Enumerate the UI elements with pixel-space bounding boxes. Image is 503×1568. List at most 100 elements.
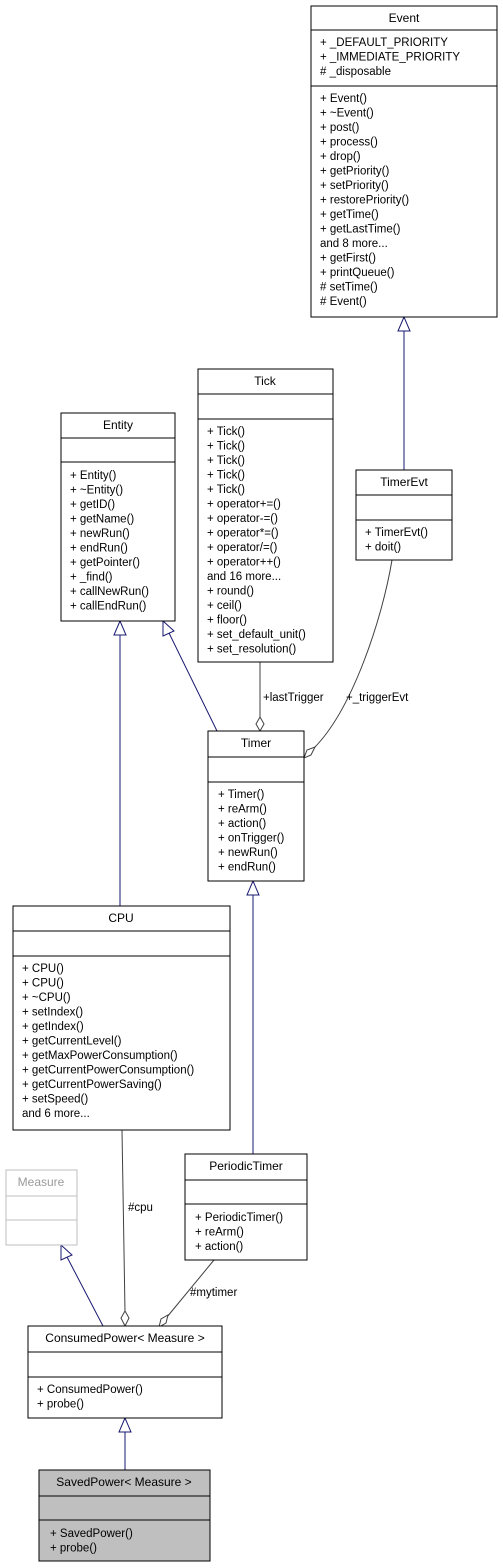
- event-operations-getlasttime: + getLastTime(): [320, 224, 401, 236]
- tick-operations-operator: + operator+=(): [207, 499, 281, 511]
- event-operations-event: + Event(): [320, 93, 367, 105]
- class-consumedpower[interactable]: ConsumedPower< Measure > + ConsumedPower…: [27, 1325, 223, 1419]
- cpu-operations-and-6-more: and 6 more...: [22, 1108, 90, 1120]
- timerevt-operations-doit: + doit(): [365, 542, 401, 554]
- class-periodictimer[interactable]: PeriodicTimer + PeriodicTimer() + reArm()…: [184, 1153, 308, 1261]
- tick-operations-operator: + operator-=(): [207, 513, 278, 525]
- event-operations-getpriority: + getPriority(): [320, 166, 390, 178]
- tick-operations-floor: + floor(): [207, 615, 247, 627]
- savedpower-operations-savedpower: + SavedPower(): [50, 1528, 133, 1540]
- entity-operations-callnewrun: + callNewRun(): [70, 586, 149, 598]
- cpu-operations-cpu: + CPU(): [22, 978, 64, 990]
- edge-consumedpower-measure: [66, 1256, 104, 1327]
- entity-operations-entity: + Entity(): [70, 470, 117, 482]
- tick-operations-round: + round(): [207, 586, 254, 598]
- cpu-operations-getindex: + getIndex(): [22, 1021, 84, 1033]
- event-operations-drop: + drop(): [320, 151, 361, 163]
- tick-operations-and-16-more: and 16 more...: [207, 571, 281, 583]
- entity-operations-entity: + ~Entity(): [70, 485, 123, 497]
- class-tick[interactable]: Tick + Tick() + Tick() + Tick() + Tick() + T…: [197, 368, 334, 663]
- event-attributes-disposable: # _disposable: [320, 66, 391, 78]
- entity-operations-find: + _find(): [70, 572, 113, 584]
- tick-operations-operator: + operator/=(): [207, 542, 277, 554]
- class-title-cpu: CPU: [108, 911, 133, 925]
- entity-operations-endrun: + endRun(): [70, 543, 128, 555]
- class-entity[interactable]: Entity + Entity() + ~Entity() + getID() + g…: [60, 412, 176, 622]
- timer-operations-timer: + Timer(): [218, 789, 264, 801]
- tick-operations-tick: + Tick(): [207, 484, 245, 496]
- aggregation-diamond-cpu: [120, 1309, 130, 1328]
- periodictimer-operations-rearm: + reArm(): [195, 1227, 244, 1239]
- cpu-operations-getcurrentpowerconsumption: + getCurrentPowerConsumption(): [22, 1065, 194, 1077]
- tick-operations-tick: + Tick(): [207, 441, 245, 453]
- class-savedpower[interactable]: SavedPower< Measure > + SavedPower() + pr…: [38, 1469, 211, 1562]
- event-operations-process: + process(): [320, 137, 378, 149]
- aggregation-diamond-triggerevt: [303, 746, 317, 759]
- inheritance-arrow-entity-from-cpu: [113, 619, 127, 636]
- edge-timerevt-timer: [313, 559, 393, 749]
- event-operations-setpriority: + setPriority(): [320, 180, 389, 192]
- periodictimer-operations-action: + action(): [195, 1241, 243, 1253]
- consumedpower-operations-consumedpower: + ConsumedPower(): [37, 1384, 143, 1396]
- class-title-timer: Timer: [241, 736, 271, 750]
- inheritance-arrow-timer: [246, 879, 260, 896]
- class-title-periodictimer: PeriodicTimer: [209, 1159, 283, 1173]
- edge-label-lasttrigger: +lastTrigger: [263, 692, 324, 704]
- class-timerevt[interactable]: TimerEvt + TimerEvt()+ doit(): [355, 469, 453, 561]
- inheritance-arrow-consumedpower: [118, 1416, 132, 1433]
- timer-operations-action: + action(): [218, 818, 266, 830]
- inheritance-arrow-measure: [60, 1243, 73, 1261]
- tick-operations-set-resolution: + set_resolution(): [207, 644, 296, 656]
- inheritance-arrow-entity-from-timer: [162, 619, 175, 637]
- class-event[interactable]: Event + _DEFAULT_PRIORITY + _IMMEDIATE_PR…: [310, 5, 498, 318]
- inheritance-arrow-event: [397, 315, 411, 332]
- event-operations-getfirst: + getFirst(): [320, 253, 376, 265]
- class-title-consumedpower: ConsumedPower< Measure >: [45, 1331, 204, 1345]
- class-title-entity: Entity: [103, 418, 133, 432]
- tick-operations-ceil: + ceil(): [207, 600, 242, 612]
- entity-operations-getid: + getID(): [70, 499, 115, 511]
- aggregation-diamond-lasttrigger: [255, 715, 265, 733]
- cpu-operations-getcurrentpowersaving: + getCurrentPowerSaving(): [22, 1079, 162, 1091]
- periodictimer-operations-periodictimer: + PeriodicTimer(): [195, 1212, 283, 1224]
- timer-operations-rearm: + reArm(): [218, 804, 267, 816]
- tick-operations-operator: + operator*=(): [207, 528, 279, 540]
- consumedpower-operations-probe: + probe(): [37, 1399, 84, 1411]
- cpu-operations-setspeed: + setSpeed(): [22, 1094, 88, 1106]
- class-cpu[interactable]: CPU + CPU()+ CPU()+ ~CPU()+ setIndex()+ …: [12, 905, 231, 1131]
- tick-operations-tick: + Tick(): [207, 455, 245, 467]
- tick-operations-tick: + Tick(): [207, 426, 245, 438]
- event-operations-printqueue: + printQueue(): [320, 267, 395, 279]
- entity-operations-getname: + getName(): [70, 514, 134, 526]
- class-title-event: Event: [389, 11, 420, 25]
- cpu-operations-cpu: + ~CPU(): [22, 992, 71, 1004]
- class-title-measure: Measure: [18, 1175, 65, 1189]
- cpu-operations-getmaxpowerconsumption: + getMaxPowerConsumption(): [22, 1050, 178, 1062]
- class-timer[interactable]: Timer + Timer() + reArm() + action() + onTr…: [207, 730, 305, 882]
- event-operations-event: # Event(): [320, 296, 367, 308]
- savedpower-operations-probe: + probe(): [50, 1543, 97, 1555]
- edge-label-mytimer: #mytimer: [190, 1287, 237, 1299]
- edge-label-cpu: #cpu: [128, 1202, 153, 1214]
- edge-timer-entity: [168, 632, 218, 732]
- tick-operations-tick: + Tick(): [207, 470, 245, 482]
- class-title-savedpower: SavedPower< Measure >: [56, 1475, 191, 1489]
- class-title-tick: Tick: [254, 374, 277, 388]
- tick-operations-operator: + operator++(): [207, 557, 281, 569]
- timer-operations-ontrigger: + onTrigger(): [218, 833, 285, 845]
- event-operations-settime: # setTime(): [320, 282, 378, 294]
- aggregation-diamond-mytimer: [158, 1313, 169, 1329]
- event-operations-gettime: + getTime(): [320, 209, 379, 221]
- event-operations-post: + post(): [320, 122, 359, 134]
- cpu-operations-getcurrentlevel: + getCurrentLevel(): [22, 1036, 122, 1048]
- class-measure[interactable]: Measure: [5, 1169, 78, 1246]
- entity-operations-callendrun: + callEndRun(): [70, 601, 147, 613]
- edge-periodictimer-consumedpower: [166, 1259, 215, 1318]
- timerevt-operations-timerevt: + TimerEvt(): [365, 527, 428, 539]
- event-operations-and-8-more: and 8 more...: [320, 238, 388, 250]
- event-attributes-immediate-priority: + _IMMEDIATE_PRIORITY: [320, 52, 460, 64]
- event-attributes-default-priority: + _DEFAULT_PRIORITY: [320, 37, 448, 49]
- timer-operations-newrun: + newRun(): [218, 847, 278, 859]
- edge-cpu-consumedpower: [121, 1129, 126, 1313]
